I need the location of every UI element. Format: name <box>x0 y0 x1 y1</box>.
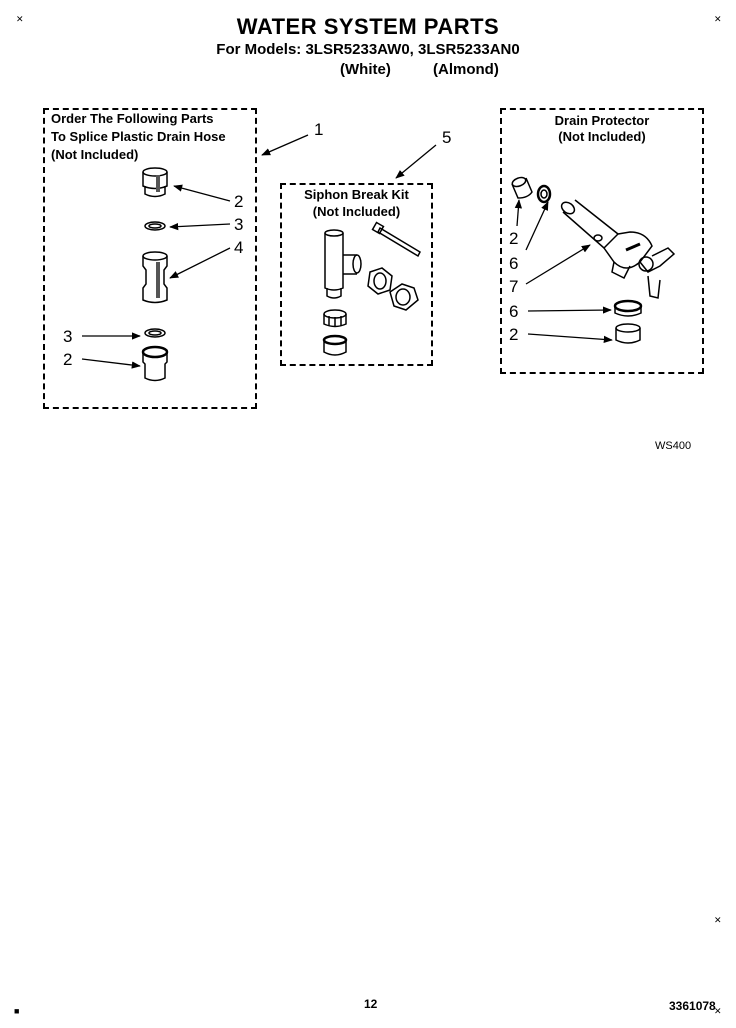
diagram-code: WS400 <box>655 440 692 452</box>
callout-splice-3-bottom: 3 <box>63 327 73 346</box>
callout-drain-7: 7 <box>509 277 519 296</box>
splice-connector-tube <box>142 251 168 304</box>
callout-splice-2-top: 2 <box>234 192 244 211</box>
callout-splice-2-bottom: 2 <box>63 350 73 369</box>
drain-ring-small <box>536 184 552 204</box>
splice-coupling-bottom <box>141 345 169 382</box>
leader-drain-6-top <box>525 201 549 251</box>
drain-protector-box <box>500 108 704 374</box>
siphon-tee <box>324 229 362 299</box>
page-number: 12 <box>364 997 378 1011</box>
splice-parts-box <box>43 108 257 409</box>
drain-coupling-small <box>511 176 533 199</box>
color-almond-label: (Almond) <box>433 61 499 78</box>
leader-drain-2-bottom <box>527 333 613 344</box>
drain-box-label-2: (Not Included) <box>558 129 646 144</box>
siphon-grommet <box>323 309 347 328</box>
siphon-box-label-2: (Not Included) <box>312 204 401 219</box>
splice-box-label-3: (Not Included) <box>51 147 139 162</box>
leader-splice-2-top <box>173 184 231 202</box>
callout-drain-2-bottom: 2 <box>509 325 519 344</box>
callout-splice-4: 4 <box>234 238 244 257</box>
corner-mark-top-right: ✕ <box>714 14 722 24</box>
siphon-cable-tie <box>371 221 421 258</box>
splice-clamp-top <box>144 221 166 231</box>
leader-splice-4 <box>169 247 231 279</box>
callout-drain-6-bottom: 6 <box>509 302 519 321</box>
splice-coupling-top <box>142 167 168 198</box>
siphon-fitting <box>389 283 419 311</box>
drain-box-label-1: Drain Protector <box>554 113 650 128</box>
corner-mark-top-left: ✕ <box>16 14 24 24</box>
splice-box-label-2: To Splice Plastic Drain Hose <box>51 129 226 144</box>
models-line: For Models: 3LSR5233AW0, 3LSR5233AN0 <box>216 41 520 58</box>
splice-box-label-1: Order The Following Parts <box>51 111 214 126</box>
leader-1 <box>261 134 309 156</box>
document-number: 3361078 <box>669 999 716 1013</box>
page-title: WATER SYSTEM PARTS <box>236 14 500 39</box>
drain-ring-lower <box>613 299 643 317</box>
leader-5 <box>395 144 437 179</box>
callout-drain-6-top: 6 <box>509 254 519 273</box>
color-white-label: (White) <box>340 61 391 78</box>
splice-clamp-bottom <box>144 328 166 338</box>
siphon-break-kit-box <box>280 183 433 366</box>
drain-coupling-lower <box>615 323 641 344</box>
corner-mark-bottom-right: ✕ <box>714 1006 722 1016</box>
callout-5: 5 <box>442 128 452 147</box>
leader-drain-6-bottom <box>527 306 612 314</box>
corner-mark-bottom-left: ■ <box>14 1006 20 1016</box>
leader-drain-2-top <box>514 199 523 227</box>
leader-splice-3-top <box>169 222 231 231</box>
leader-splice-2-bottom <box>81 358 141 369</box>
siphon-cap <box>322 334 348 356</box>
callout-splice-3-top: 3 <box>234 215 244 234</box>
callout-1: 1 <box>314 120 324 139</box>
leader-drain-7 <box>525 244 591 285</box>
corner-mark-right-lower: ✕ <box>714 915 722 925</box>
callout-drain-2-top: 2 <box>509 229 519 248</box>
siphon-box-label-1: Siphon Break Kit <box>304 187 409 202</box>
drain-protector-body <box>560 199 676 299</box>
siphon-nut <box>367 267 393 295</box>
